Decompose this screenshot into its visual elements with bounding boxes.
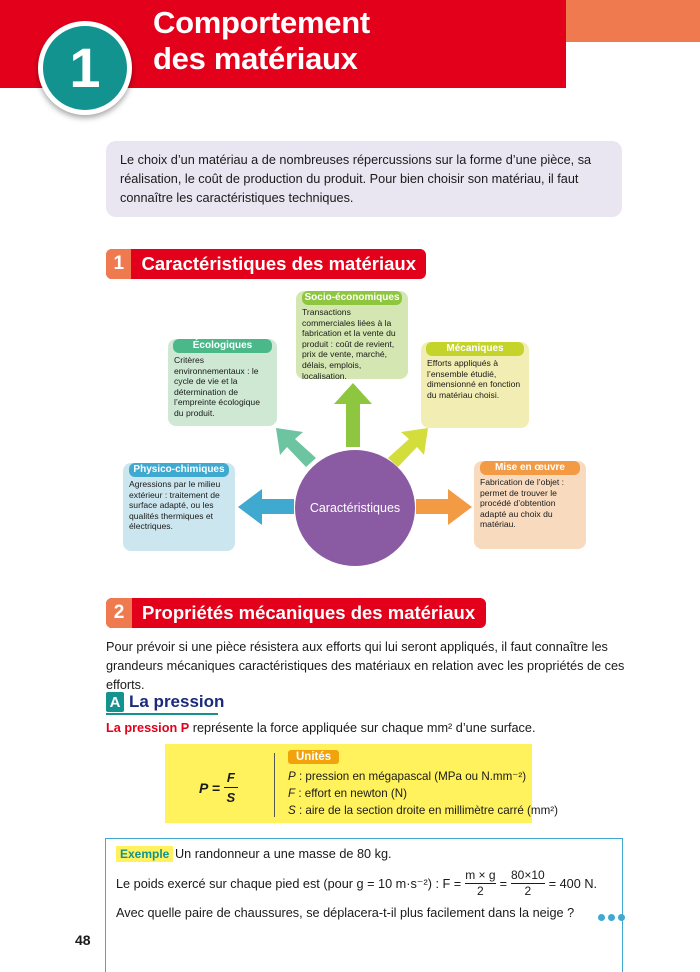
unit-desc-s: : aire de la section droite en millimètr…	[295, 804, 558, 817]
unit-desc-p: : pression en mégapascal (MPa ou N.mm⁻²)	[295, 770, 527, 783]
example-line-2: Le poids exercé sur chaque pied est (pou…	[116, 869, 597, 898]
section-1-heading: 1 Caractéristiques des matériaux	[106, 249, 426, 279]
section-1-number: 1	[106, 249, 132, 279]
box-mecaniques: Mécaniques Efforts appliqués à l’ensembl…	[421, 342, 529, 428]
pressure-formula: P = F S	[199, 770, 238, 805]
example-fraction-2: 80×10 2	[510, 868, 545, 898]
chapter-badge: 1	[38, 21, 132, 115]
formula-fraction: F S	[223, 770, 238, 805]
box-mise-text: Fabrication de l’objet : permet de trouv…	[480, 477, 565, 530]
equals-sign: =	[499, 876, 507, 891]
formula-denominator: S	[226, 790, 236, 805]
fraction-1-bar	[465, 883, 496, 884]
formula-lhs: P =	[199, 779, 220, 796]
unit-symbol-f: F	[288, 787, 296, 800]
definition-keyword: La pression P	[106, 721, 190, 735]
box-physico-text: Agressions par le milieu extérieur : tra…	[129, 479, 221, 532]
fraction-2-bar	[510, 883, 545, 884]
section-2-number: 2	[106, 598, 132, 628]
continuation-dots-icon	[598, 914, 625, 921]
box-physico-title: Physico-chimiques	[128, 463, 230, 477]
example-box	[105, 838, 623, 972]
units-label: Unités	[288, 750, 340, 764]
box-eco-title: Écologiques	[173, 339, 272, 353]
chapter-title: Comportement des matériaux	[153, 5, 370, 77]
fraction-2-numerator: 80×10	[510, 868, 545, 882]
chapter-number: 1	[69, 36, 101, 99]
example-line-3: Avec quelle paire de chaussures, se dépl…	[116, 906, 575, 920]
unit-line-s: S : aire de la section droite en millimè…	[288, 802, 558, 819]
formula-separator	[274, 753, 275, 817]
definition-rest: représente la force appliquée sur chaque…	[189, 721, 536, 735]
fraction-bar	[223, 787, 238, 788]
box-ecologiques: Écologiques Critères environnementaux : …	[168, 339, 277, 426]
pressure-definition: La pression P représente la force appliq…	[106, 719, 535, 738]
subsection-a-letter: A	[106, 692, 124, 712]
box-socio-title: Socio-économiques	[301, 291, 403, 305]
unit-line-f: F : effort en newton (N)	[288, 785, 558, 802]
section-2-title: Propriétés mécaniques des matériaux	[142, 602, 476, 623]
fraction-1-denominator: 2	[477, 884, 484, 898]
formula-box	[165, 744, 532, 823]
page-number: 48	[75, 932, 91, 948]
fraction-2-denominator: 2	[524, 884, 532, 898]
box-mise-title: Mise en œuvre	[479, 461, 581, 475]
subsection-a-underline	[106, 713, 218, 715]
formula-numerator: F	[226, 770, 235, 785]
box-meca-text: Efforts appliqués à l’ensemble étudié, d…	[427, 358, 521, 400]
fraction-1-numerator: m × g	[465, 868, 496, 882]
subsection-a-heading: A La pression	[106, 691, 224, 713]
example-line-2-prefix: Le poids exercé sur chaque pied est (pou…	[116, 876, 462, 891]
unit-line-p: P : pression en mégapascal (MPa ou N.mm⁻…	[288, 768, 558, 785]
box-socio-economiques: Socio-économiques Transactions commercia…	[296, 291, 408, 381]
arrow-up-left	[276, 428, 316, 467]
box-eco-text: Critères environnementaux : le cycle de …	[174, 355, 260, 418]
chapter-title-line2: des matériaux	[153, 41, 358, 76]
example-tag: Exemple	[116, 846, 174, 862]
subsection-a-title: La pression	[129, 692, 225, 711]
box-mise-en-oeuvre: Mise en œuvre Fabrication de l’objet : p…	[474, 461, 586, 549]
section-2-heading: 2 Propriétés mécaniques des matériaux	[106, 598, 486, 628]
arrow-up	[334, 383, 372, 447]
unit-symbol-s: S	[288, 804, 296, 817]
section-1-title: Caractéristiques des matériaux	[141, 253, 416, 274]
center-circle: Caractéristiques	[295, 450, 415, 566]
example-result: = 400 N.	[548, 876, 598, 891]
arrow-left	[238, 489, 294, 525]
unit-desc-f: : effort en newton (N)	[295, 787, 408, 800]
chapter-title-line1: Comportement	[153, 5, 370, 40]
box-socio-text: Transactions commerciales liées à la fab…	[302, 307, 396, 381]
box-physico-chimiques: Physico-chimiques Agressions par le mili…	[123, 463, 235, 551]
unit-symbol-p: P	[288, 770, 296, 783]
box-meca-title: Mécaniques	[426, 342, 524, 356]
arrow-up-right	[388, 428, 428, 467]
units-list: P : pression en mégapascal (MPa ou N.mm⁻…	[288, 768, 558, 819]
example-fraction-1: m × g 2	[465, 868, 496, 898]
section-2-paragraph: Pour prévoir si une pièce résistera aux …	[106, 640, 625, 692]
example-line-1: Un randonneur a une masse de 80 kg.	[175, 847, 392, 861]
intro-box: Le choix d’un matériau a de nombreuses r…	[106, 141, 622, 217]
arrow-right	[416, 489, 472, 525]
center-label: Caractéristiques	[309, 501, 401, 515]
header-accent	[566, 0, 700, 42]
